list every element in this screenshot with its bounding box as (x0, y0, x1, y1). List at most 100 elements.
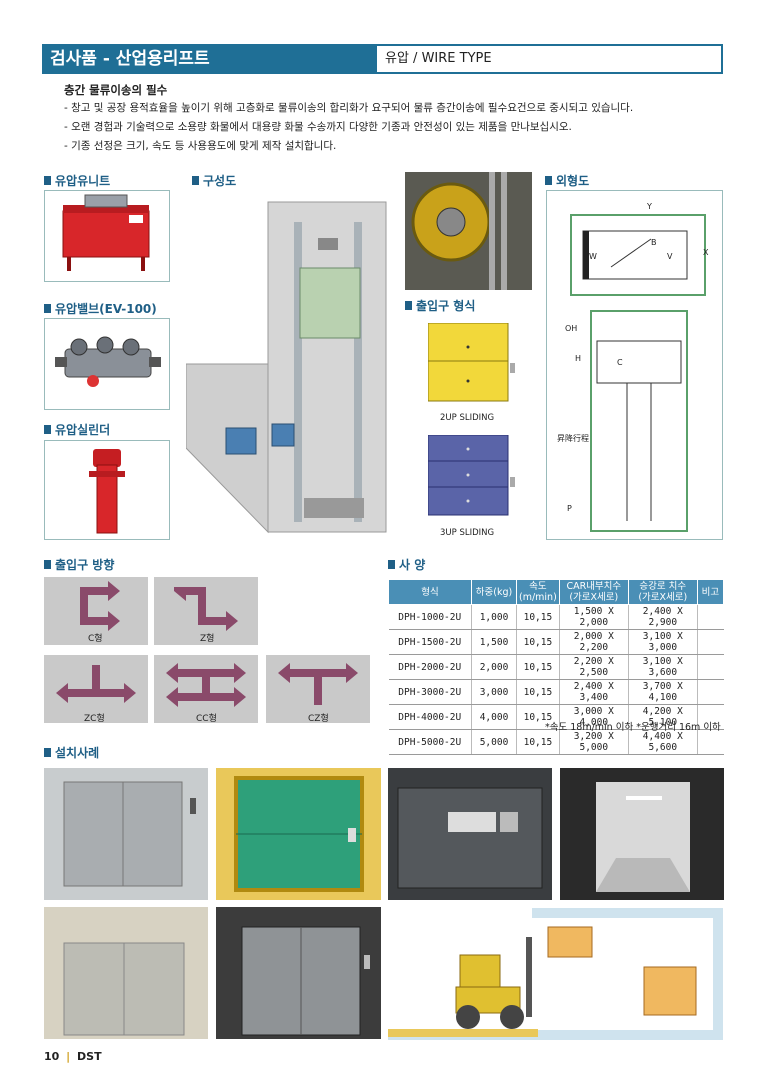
hydraulic-valve-photo (44, 318, 170, 410)
footer-divider: | (66, 1050, 71, 1063)
svg-text:H: H (575, 354, 581, 363)
outline-drawing: Y X W B V OH H C 昇降行程 P (546, 190, 723, 540)
spec-cell: 3,700 X 4,100 (627, 679, 698, 705)
install-photo-1 (44, 768, 208, 900)
spec-cell: 3,000 X 4,000 (558, 704, 629, 730)
spec-cell (696, 729, 724, 755)
spec-cell: DPH-1500-2U (388, 629, 472, 655)
svg-text:P: P (567, 504, 572, 513)
intro-line-3: - 기종 선정은 크기, 속도 등 사용용도에 맞게 제작 설치합니다. (64, 140, 337, 152)
svg-text:昇降行程: 昇降行程 (557, 433, 589, 443)
install-photo-6 (216, 907, 381, 1039)
spec-cell: DPH-1000-2U (388, 604, 472, 630)
door-3up-sliding (427, 434, 516, 521)
header-title: 검사품 - 산업용리프트 (42, 44, 375, 74)
section-install-title: 설치사례 (44, 744, 99, 761)
spec-note: *속도 18m/min 이하 *운행거리 16m 이하 (545, 722, 721, 733)
spec-cell: 10,15 (516, 604, 560, 630)
spec-cell: DPH-4000-2U (388, 704, 472, 730)
spec-header-car: CAR내부치수 (가로X세로) (558, 579, 629, 605)
direction-c: C형 (44, 577, 148, 645)
footer: 10 | DST (44, 1050, 102, 1063)
direction-cc: CC형 (154, 655, 258, 724)
sheave-photo (405, 172, 532, 290)
spec-cell (696, 654, 724, 680)
direction-cz: CZ형 (266, 655, 370, 724)
section-unit-title: 유압유니트 (44, 172, 110, 189)
spec-cell: 10,15 (516, 729, 560, 755)
hydraulic-unit-photo (44, 190, 170, 282)
spec-cell: 1,500 X 2,000 (558, 604, 629, 630)
forklift-illustration (388, 907, 724, 1041)
direction-zc: ZC형 (44, 655, 148, 724)
spec-cell: 4,400 X 5,600 (627, 729, 698, 755)
spec-cell: 4,200 X 5,100 (627, 704, 698, 730)
footer-brand: DST (77, 1050, 102, 1063)
spec-header-note: 비고 (696, 579, 725, 605)
svg-text:OH: OH (565, 324, 577, 333)
spec-header-load: 하중(kg) (471, 579, 517, 605)
svg-text:Y: Y (646, 202, 652, 211)
spec-cell (696, 679, 724, 705)
direction-cz-label: CZ형 (308, 714, 329, 724)
section-spec-title: 사 양 (388, 556, 425, 573)
intro-line-2: - 오랜 경험과 기술력으로 소용량 화물에서 대용량 화물 수송까지 다양한 … (64, 121, 572, 133)
spec-cell: DPH-5000-2U (388, 729, 472, 755)
install-photo-5 (44, 907, 208, 1039)
spec-cell: 4,000 (471, 704, 517, 730)
spec-cell: 10,15 (516, 704, 560, 730)
spec-cell (696, 704, 724, 730)
spec-cell: 1,500 (471, 629, 517, 655)
svg-text:V: V (667, 252, 673, 261)
hydraulic-cylinder-photo (44, 440, 170, 540)
spec-cell: 2,400 X 2,900 (627, 604, 698, 630)
section-entrance-type-title: 출입구 형식 (405, 297, 475, 314)
svg-text:W: W (589, 252, 597, 261)
spec-cell: 3,000 (471, 679, 517, 705)
spec-cell: 1,000 (471, 604, 517, 630)
spec-header-speed: 속도 (m/min) (516, 579, 560, 605)
install-photo-3 (388, 768, 552, 900)
intro-title: 층간 물류이송의 필수 (64, 83, 168, 97)
direction-cc-label: CC형 (196, 714, 217, 724)
spec-cell: 10,15 (516, 654, 560, 680)
door-2up-sliding (427, 322, 516, 407)
spec-cell: 10,15 (516, 629, 560, 655)
spec-table: 형식 하중(kg) 속도 (m/min) CAR내부치수 (가로X세로) 승강로… (388, 579, 725, 755)
section-valve-title: 유압밸브(EV-100) (44, 300, 157, 317)
direction-zc-label: ZC형 (84, 714, 105, 724)
section-composition-title: 구성도 (192, 172, 236, 189)
section-outline-title: 외형도 (545, 172, 589, 189)
section-direction-title: 출입구 방향 (44, 556, 114, 573)
header-subtitle: 유압 / WIRE TYPE (375, 44, 723, 74)
spec-header-model: 형식 (388, 579, 472, 605)
door-3up-label: 3UP SLIDING (440, 528, 495, 538)
spec-cell: 3,200 X 5,000 (558, 729, 629, 755)
spec-cell: 2,200 X 2,500 (558, 654, 629, 680)
svg-text:X: X (703, 248, 709, 257)
svg-text:B: B (651, 238, 657, 247)
svg-text:C: C (617, 358, 623, 367)
section-cylinder-title: 유압실린더 (44, 421, 110, 438)
spec-cell (696, 629, 724, 655)
composition-diagram (185, 188, 396, 538)
direction-z: Z형 (154, 577, 258, 645)
spec-cell: 3,100 X 3,600 (627, 654, 698, 680)
spec-cell: 5,000 (471, 729, 517, 755)
spec-cell (696, 604, 724, 630)
spec-cell: DPH-2000-2U (388, 654, 472, 680)
spec-cell: DPH-3000-2U (388, 679, 472, 705)
install-photo-2 (216, 768, 381, 900)
spec-cell: 3,100 X 3,000 (627, 629, 698, 655)
spec-cell: 10,15 (516, 679, 560, 705)
direction-c-label: C형 (88, 634, 103, 644)
door-2up-label: 2UP SLIDING (440, 413, 495, 423)
spec-cell: 2,000 (471, 654, 517, 680)
direction-z-label: Z형 (200, 634, 215, 644)
spec-table-wrap: 형식 하중(kg) 속도 (m/min) CAR내부치수 (가로X세로) 승강로… (388, 579, 725, 755)
